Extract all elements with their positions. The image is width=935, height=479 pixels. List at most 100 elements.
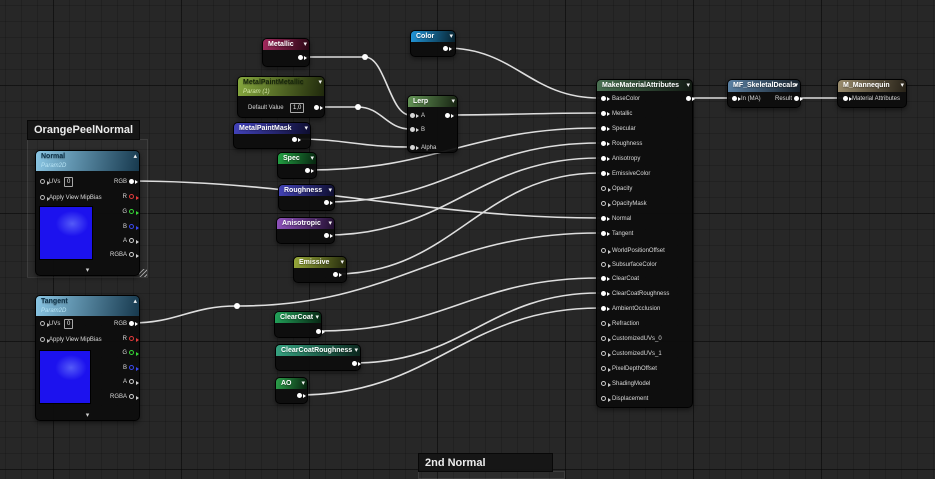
node-ao[interactable]: AO▾ bbox=[275, 377, 308, 404]
emissivecolor-input-pin[interactable] bbox=[601, 171, 610, 176]
expand-icon[interactable]: ▾ bbox=[301, 380, 305, 387]
reroute-node[interactable] bbox=[234, 303, 240, 309]
output-pin[interactable] bbox=[443, 46, 452, 51]
b-output-pin[interactable] bbox=[129, 365, 139, 371]
expand-icon[interactable]: ▾ bbox=[304, 125, 308, 132]
rgb-output-pin[interactable] bbox=[129, 179, 138, 184]
comment-title-second-normal[interactable]: 2nd Normal bbox=[418, 453, 553, 472]
output-pin[interactable] bbox=[297, 393, 306, 398]
output-pin[interactable] bbox=[445, 113, 454, 118]
b-output-pin[interactable] bbox=[129, 224, 139, 230]
expand-icon[interactable]: ▾ bbox=[449, 33, 453, 40]
anisotropy-input-pin[interactable] bbox=[601, 156, 610, 161]
shadingmodel-input-pin[interactable] bbox=[601, 381, 611, 387]
expand-icon[interactable]: ▾ bbox=[340, 259, 344, 266]
specular-input-pin[interactable] bbox=[601, 126, 610, 131]
mipbias-input-pin[interactable] bbox=[40, 337, 50, 343]
expand-icon[interactable]: ▾ bbox=[451, 98, 455, 105]
node-clearcoat-roughness[interactable]: ClearCoatRoughness▾ bbox=[275, 344, 361, 371]
output-pin[interactable] bbox=[686, 96, 695, 101]
expand-icon[interactable]: ▾ bbox=[328, 220, 332, 227]
rgba-output-pin[interactable] bbox=[129, 252, 139, 258]
basecolor-input-pin[interactable] bbox=[601, 96, 610, 101]
node-roughness[interactable]: Roughness▾ bbox=[278, 184, 335, 211]
node-spec[interactable]: Spec▾ bbox=[277, 152, 317, 179]
clearcoat-input-pin[interactable] bbox=[601, 276, 610, 281]
rgb-output-pin[interactable] bbox=[129, 321, 138, 326]
a-input-pin[interactable] bbox=[410, 113, 419, 118]
output-pin[interactable] bbox=[305, 168, 314, 173]
opacity-input-pin[interactable] bbox=[601, 186, 611, 192]
clearcoatroughness-input-pin[interactable] bbox=[601, 291, 610, 296]
default-value-field[interactable]: 1,0 bbox=[290, 103, 305, 113]
output-pin[interactable] bbox=[298, 55, 307, 60]
mipbias-input-pin[interactable] bbox=[40, 195, 50, 201]
customizeduvs_0-input-pin[interactable] bbox=[601, 336, 611, 342]
expand-icon[interactable]: ▾ bbox=[315, 314, 319, 321]
output-pin[interactable] bbox=[324, 200, 333, 205]
material-attributes-input-pin[interactable] bbox=[843, 96, 852, 101]
opacitymask-input-pin[interactable] bbox=[601, 201, 611, 207]
uvs-input-pin[interactable] bbox=[40, 321, 50, 327]
expand-icon[interactable]: ▾ bbox=[310, 155, 314, 162]
subsurfacecolor-input-pin[interactable] bbox=[601, 262, 611, 268]
refraction-input-pin[interactable] bbox=[601, 321, 611, 327]
result-output-pin[interactable] bbox=[794, 96, 803, 101]
comment-resize-handle[interactable] bbox=[139, 269, 147, 277]
metallic-input-pin[interactable] bbox=[601, 111, 610, 116]
node-color[interactable]: Color▾ bbox=[410, 30, 456, 57]
g-output-pin[interactable] bbox=[129, 350, 139, 356]
b-input-pin[interactable] bbox=[410, 127, 419, 132]
pixeldepthoffset-input-pin[interactable] bbox=[601, 366, 611, 372]
expand-icon[interactable]: ▾ bbox=[686, 82, 690, 89]
node-emissive[interactable]: Emissive▾ bbox=[293, 256, 347, 283]
node-metal-paint-metallic[interactable]: MetalPaintMetallic▾Param (1)Default Valu… bbox=[237, 76, 325, 118]
alpha-input-pin[interactable] bbox=[410, 145, 419, 150]
a-output-pin[interactable] bbox=[129, 379, 139, 385]
r-output-pin[interactable] bbox=[129, 194, 139, 200]
output-pin[interactable] bbox=[314, 105, 323, 110]
reroute-node[interactable] bbox=[355, 104, 361, 110]
uvs-input-pin[interactable] bbox=[40, 179, 50, 185]
expand-icon[interactable]: ▾ bbox=[303, 41, 307, 48]
r-output-pin[interactable] bbox=[129, 336, 139, 342]
expand-icon[interactable]: ▾ bbox=[354, 347, 358, 354]
node-clearcoat[interactable]: ClearCoat▾ bbox=[274, 311, 325, 338]
roughness-input-pin[interactable] bbox=[601, 141, 610, 146]
expand-icon[interactable]: ▾ bbox=[85, 412, 90, 419]
uvs-value-field[interactable]: 0 bbox=[64, 319, 74, 329]
node-m-mannequin[interactable]: M_Mannequin▾Material Attributes bbox=[837, 79, 907, 108]
worldpositionoffset-input-pin[interactable] bbox=[601, 248, 611, 254]
output-pin[interactable] bbox=[352, 361, 361, 366]
expand-icon[interactable]: ▾ bbox=[794, 82, 798, 89]
tangent-input-pin[interactable] bbox=[601, 231, 610, 236]
normal-input-pin[interactable] bbox=[601, 216, 610, 221]
displacement-input-pin[interactable] bbox=[601, 396, 611, 402]
customizeduvs_1-input-pin[interactable] bbox=[601, 351, 611, 357]
collapse-icon[interactable]: ▴ bbox=[133, 298, 137, 305]
uvs-value-field[interactable]: 0 bbox=[64, 177, 74, 187]
a-output-pin[interactable] bbox=[129, 238, 139, 244]
output-pin[interactable] bbox=[324, 233, 333, 238]
node-mf-skeletal-decals[interactable]: MF_SkeletalDecals▾In (MA)Result bbox=[727, 79, 803, 108]
ambientocclusion-input-pin[interactable] bbox=[601, 306, 610, 311]
node-anisotropic[interactable]: Anisotropic▾ bbox=[276, 217, 335, 244]
node-metal-paint-mask[interactable]: MetalPaintMask▾ bbox=[233, 122, 311, 149]
expand-icon[interactable]: ▾ bbox=[318, 79, 322, 86]
output-pin[interactable] bbox=[292, 137, 301, 142]
collapse-icon[interactable]: ▴ bbox=[133, 153, 137, 160]
node-metallic[interactable]: Metallic▾ bbox=[262, 38, 310, 67]
comment-title-orange-peel-normal[interactable]: OrangePeelNormal bbox=[27, 120, 141, 140]
reroute-node[interactable] bbox=[362, 54, 368, 60]
output-pin[interactable] bbox=[333, 272, 342, 277]
expand-icon[interactable]: ▾ bbox=[85, 267, 90, 274]
expand-icon[interactable]: ▾ bbox=[900, 82, 904, 89]
rgba-output-pin[interactable] bbox=[129, 394, 139, 400]
g-output-pin[interactable] bbox=[129, 209, 139, 215]
output-pin[interactable] bbox=[316, 329, 325, 334]
